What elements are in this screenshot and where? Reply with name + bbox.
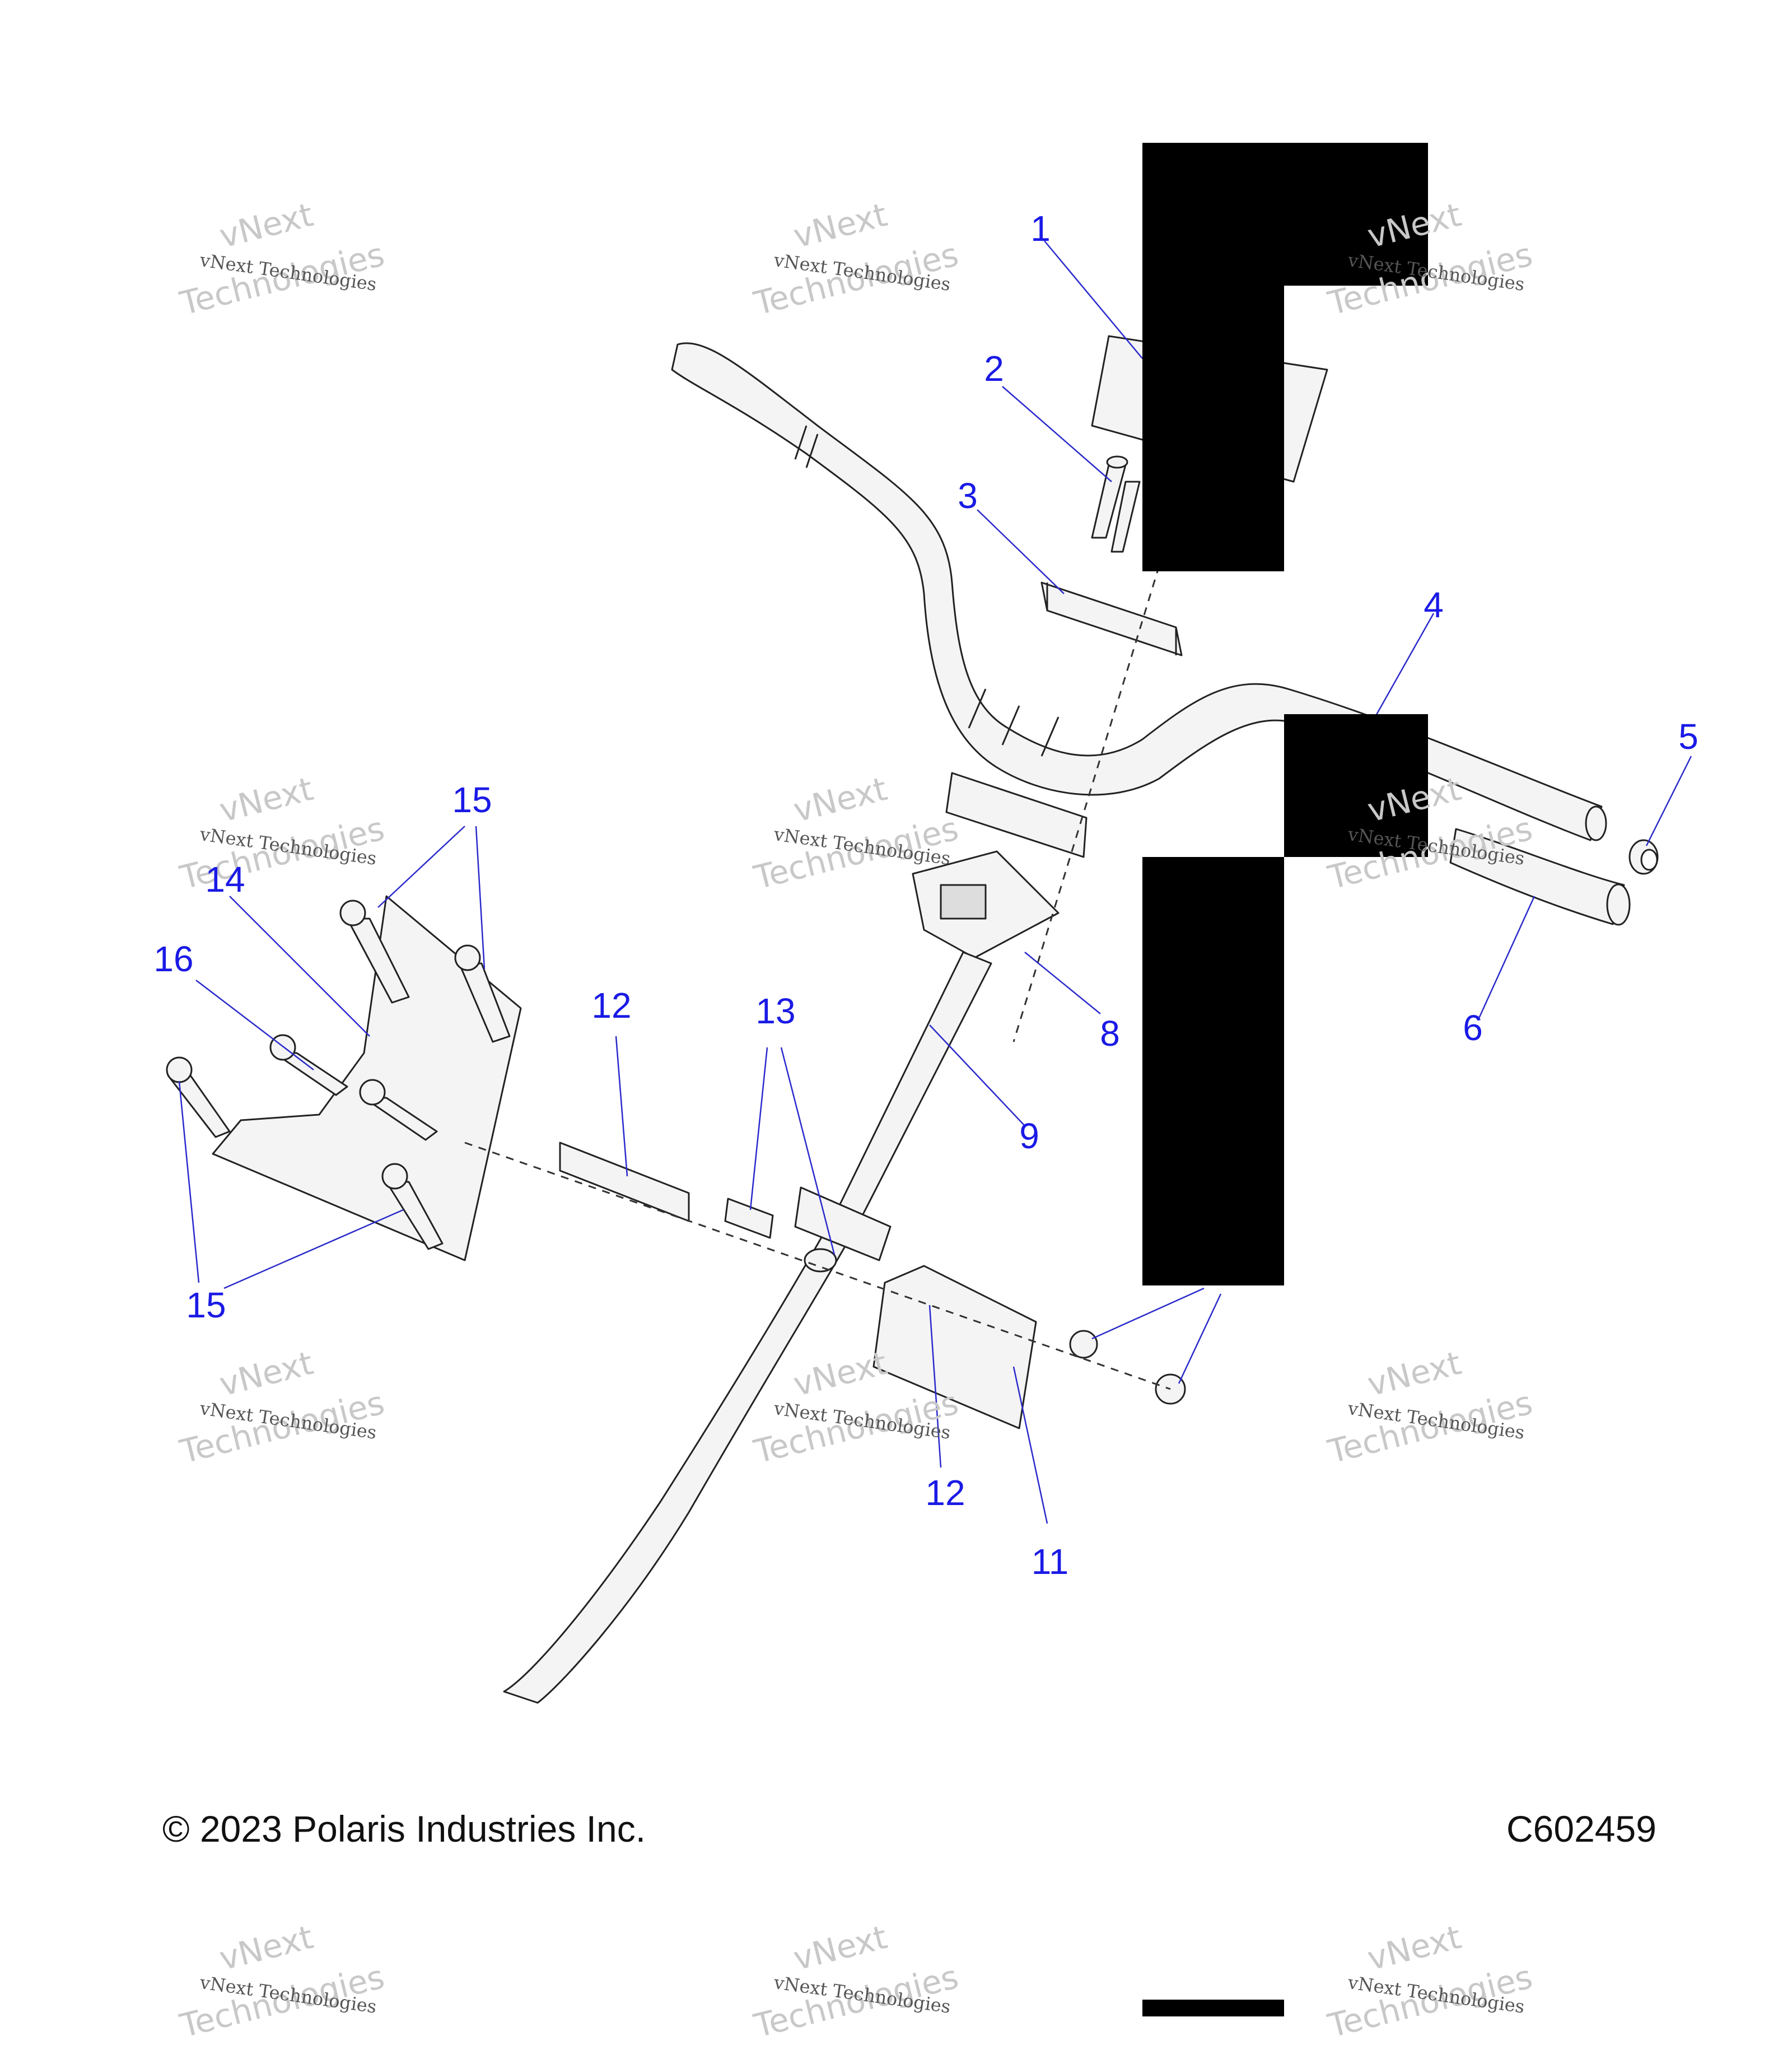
redaction-block (1142, 2000, 1284, 2016)
callout-15-upper: 15 (452, 780, 492, 820)
plate-bolts (166, 900, 511, 1250)
upper-clamp (1040, 581, 1183, 656)
callout-5: 5 (1678, 716, 1698, 757)
steering-post (503, 951, 992, 1704)
copyright-notice: © 2023 Polaris Industries Inc. (162, 1808, 646, 1850)
callout-13: 13 (755, 991, 796, 1031)
spacer-tube (724, 1198, 774, 1239)
redaction-block (1142, 857, 1284, 1285)
callout-8: 8 (1100, 1013, 1120, 1054)
callout-2: 2 (984, 348, 1004, 389)
callout-3: 3 (958, 476, 978, 516)
callout-6: 6 (1463, 1008, 1483, 1048)
lower-riser (945, 772, 1088, 858)
callout-11: 11 (1031, 1541, 1069, 1582)
callout-15-lower: 15 (186, 1285, 226, 1325)
callout-1: 1 (1030, 208, 1051, 249)
redaction-block (1142, 286, 1284, 571)
callout-14: 14 (205, 859, 245, 900)
redaction-block (1284, 714, 1428, 857)
redaction-block (1142, 143, 1428, 286)
callout-16: 16 (153, 939, 194, 979)
callout-4: 4 (1424, 585, 1444, 625)
flange-nut (1069, 1330, 1098, 1359)
lower-bracket (872, 1265, 1037, 1429)
drawing-number: C602459 (1506, 1808, 1656, 1850)
callout-12-lower: 12 (925, 1473, 965, 1513)
mounting-plate (212, 895, 522, 1261)
right-grip (1449, 828, 1625, 925)
callout-12-upper: 12 (591, 985, 632, 1026)
callout-9: 9 (1019, 1116, 1039, 1156)
handlebar-end (1585, 805, 1607, 841)
